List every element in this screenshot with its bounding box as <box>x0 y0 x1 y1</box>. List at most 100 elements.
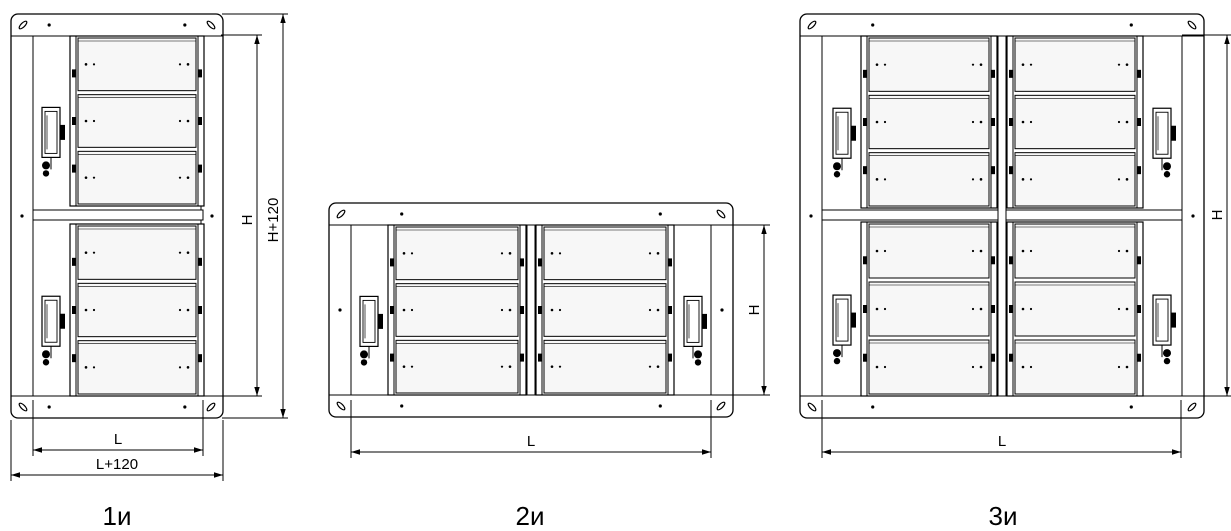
actuator-shaft <box>851 125 856 141</box>
bolt-dot <box>1021 63 1025 66</box>
bolt-dot <box>84 251 88 254</box>
dim-label-H-v1: H <box>239 215 256 226</box>
bolt-dot <box>20 214 24 218</box>
bolt-dot <box>186 308 190 312</box>
actuator-panel <box>362 299 376 343</box>
bolt-dot <box>883 249 887 253</box>
actuator-shaft <box>60 124 65 140</box>
variant-1-dimensions <box>10 13 288 481</box>
damper-blade <box>77 225 197 280</box>
bolt-dot <box>183 405 187 409</box>
actuator-knob-icon <box>1163 357 1171 365</box>
bolt-dot <box>1029 249 1033 253</box>
bolt-dot <box>979 178 983 181</box>
damper-blade <box>868 152 990 207</box>
bolt-dot <box>875 307 879 311</box>
actuator-panel <box>44 299 58 343</box>
actuator-knob-icon <box>360 359 368 366</box>
bolt-dot <box>979 249 983 253</box>
variant-1-drawing <box>10 13 224 419</box>
bolt-dot <box>186 119 190 123</box>
damper-blade <box>77 37 197 92</box>
shaft-bracket <box>538 306 542 314</box>
mullion <box>32 209 204 221</box>
dim-label-L120-v1: L+120 <box>96 456 138 473</box>
actuator-knob-icon <box>694 350 702 359</box>
shaft-bracket <box>1009 69 1013 78</box>
bolt-dot <box>1129 405 1133 409</box>
shaft-bracket <box>198 69 202 78</box>
damper-blade <box>77 94 197 148</box>
damper-blade <box>868 37 990 92</box>
shaft-bracket <box>72 306 76 314</box>
bolt-dot <box>648 252 652 255</box>
bolt-dot <box>186 176 190 179</box>
corner-slot-icon <box>807 402 817 412</box>
damper-blade <box>868 339 990 395</box>
actuator-panel <box>835 111 849 155</box>
actuator-panel <box>1155 111 1169 155</box>
shaft-bracket <box>1137 305 1141 313</box>
bolt-dot <box>875 365 879 369</box>
shaft-bracket <box>863 69 867 78</box>
bolt-dot <box>1125 178 1129 181</box>
actuator-knob-icon <box>42 359 50 366</box>
bolt-dot <box>178 366 182 369</box>
damper-blade <box>1014 339 1136 395</box>
dim-label-L-v2: L <box>527 433 535 450</box>
bolt-dot <box>550 252 554 255</box>
damper-blade <box>543 283 667 337</box>
actuator-knob-icon <box>360 350 368 359</box>
bolt-dot <box>658 212 662 216</box>
actuator-knob-icon <box>1163 171 1171 178</box>
actuator-knob-icon <box>833 162 841 171</box>
bolt-dot <box>402 252 406 255</box>
shaft-bracket <box>1009 305 1013 313</box>
bolt-dot <box>410 252 414 255</box>
bolt-dot <box>1125 365 1129 369</box>
shaft-bracket <box>668 258 672 267</box>
bolt-dot <box>550 308 554 312</box>
shaft-bracket <box>198 117 202 125</box>
shaft-bracket <box>1137 69 1141 78</box>
shaft-bracket <box>1009 353 1013 362</box>
corner-slot-icon <box>18 20 28 30</box>
bolt-dot <box>84 63 88 66</box>
damper-blade <box>868 281 990 337</box>
bolt-dot <box>1117 249 1121 253</box>
shaft-bracket <box>991 69 995 78</box>
variant-2-caption: 2и <box>516 501 545 531</box>
bolt-dot <box>648 365 652 368</box>
bolt-dot <box>178 308 182 312</box>
bolt-dot <box>1021 307 1025 311</box>
bolt-dot <box>500 308 504 312</box>
bolt-dot <box>1125 63 1129 66</box>
bolt-dot <box>338 308 342 312</box>
bolt-dot <box>183 23 187 27</box>
corner-slot-icon <box>1187 402 1197 412</box>
bolt-dot <box>1117 307 1121 311</box>
actuator-knob-icon <box>42 170 50 177</box>
bolt-dot <box>648 308 652 312</box>
shaft-bracket <box>390 353 394 362</box>
corner-slot-icon <box>716 209 726 219</box>
damper-blade <box>543 339 667 394</box>
actuator-knob-icon <box>694 359 702 366</box>
bolt-dot <box>1021 365 1025 369</box>
variant-3-drawing <box>799 13 1205 419</box>
corner-slot-icon <box>206 402 216 412</box>
damper-blade <box>77 340 197 395</box>
bolt-dot <box>979 365 983 369</box>
shaft-bracket <box>72 354 76 363</box>
bolt-dot <box>410 308 414 312</box>
bolt-dot <box>656 252 660 255</box>
bolt-dot <box>402 308 406 312</box>
shaft-bracket <box>668 353 672 362</box>
mullion <box>526 224 536 396</box>
shaft-bracket <box>198 257 202 266</box>
bolt-dot <box>500 365 504 368</box>
actuator-shaft <box>1171 312 1176 328</box>
variant-3-dimensions <box>821 34 1231 458</box>
shaft-bracket <box>863 256 867 265</box>
shaft-bracket <box>520 258 524 267</box>
